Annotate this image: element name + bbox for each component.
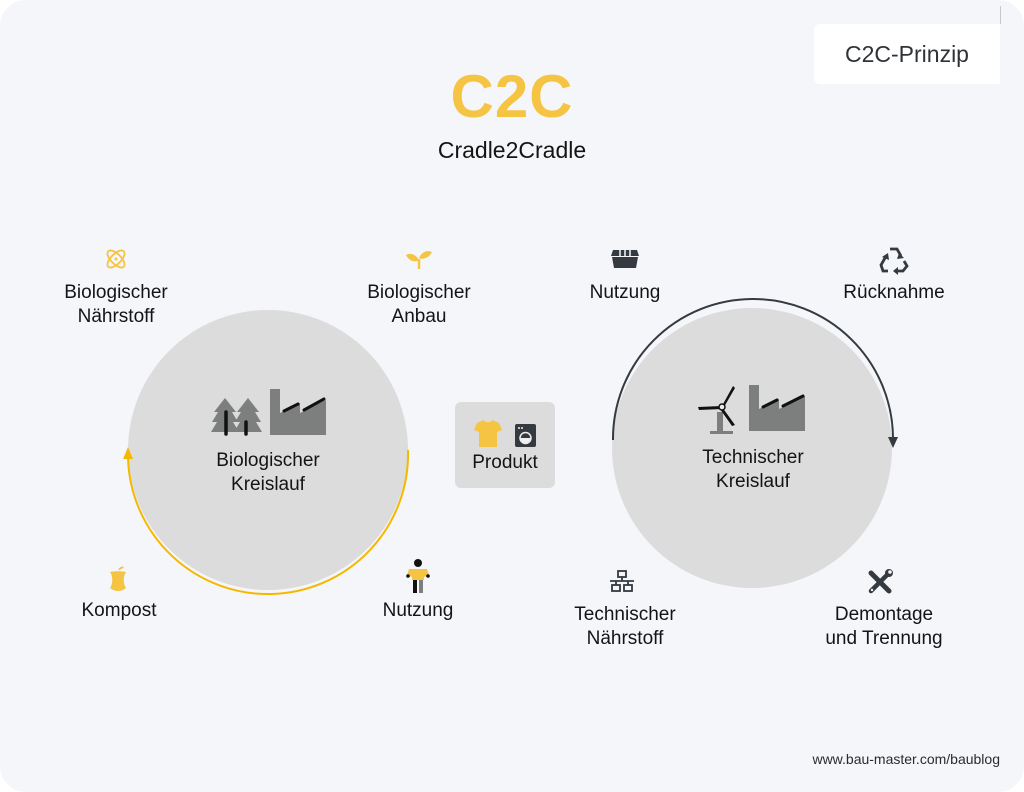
- node-label-line1: Rücknahme: [843, 282, 945, 303]
- biological-arc-arrowhead-icon: [123, 447, 133, 459]
- node-label-line1: Demontage: [834, 604, 934, 625]
- node-label-line2: und Trennung: [825, 628, 943, 649]
- node-label-line1: Technischer: [574, 604, 676, 625]
- node-label-line2: Anbau: [391, 306, 447, 327]
- washing-machine-icon: [515, 424, 536, 447]
- factory-icon: [749, 385, 805, 431]
- sprout-icon: [406, 251, 432, 269]
- node-label-line2: Nährstoff: [586, 628, 664, 649]
- technical-cycle-arc: [611, 298, 894, 441]
- page-title: C2C: [450, 63, 574, 130]
- network-icon: [610, 570, 634, 592]
- c2c-prinzip-tag: C2C-Prinzip: [814, 24, 1000, 84]
- circle-label-line1: Biologischer: [216, 450, 320, 471]
- circle-label-line2: Kreislauf: [231, 474, 305, 495]
- node-label-line1: Kompost: [81, 600, 157, 621]
- node-label-line1: Nutzung: [382, 600, 454, 621]
- footer-url: www.bau-master.com/baublog: [812, 751, 1000, 767]
- trees-icon: [211, 398, 262, 436]
- node-technischer-naehrstoff: Technischer Nährstoff: [535, 603, 715, 651]
- factory-icon: [270, 389, 326, 435]
- biological-cycle-circle: [128, 310, 408, 590]
- tools-icon: [868, 569, 893, 594]
- node-demontage: Demontage und Trennung: [794, 603, 974, 651]
- person-icon: [406, 559, 430, 593]
- divider: [1000, 6, 1001, 24]
- technical-cycle-circle: [612, 308, 892, 588]
- technical-arc-arrowhead-icon: [888, 437, 898, 448]
- node-label-line1: Biologischer: [367, 282, 471, 303]
- node-label-line1: Biologischer: [64, 282, 168, 303]
- node-ruecknahme: Rücknahme: [804, 281, 984, 305]
- product-label: Produkt: [472, 452, 538, 473]
- node-kompost: Kompost: [29, 599, 209, 623]
- product-box: Produkt: [455, 402, 555, 488]
- recycle-icon: [879, 247, 909, 275]
- node-nutzung-tech: Nutzung: [535, 281, 715, 305]
- node-biologischer-naehrstoff: Biologischer Nährstoff: [26, 281, 206, 329]
- node-biologischer-anbau: Biologischer Anbau: [329, 281, 509, 329]
- container-icon: [611, 250, 639, 268]
- wind-turbine-icon: [698, 386, 735, 434]
- page-subtitle: Cradle2Cradle: [437, 137, 587, 163]
- tshirt-icon: [474, 420, 502, 447]
- node-nutzung-bio: Nutzung: [328, 599, 508, 623]
- biological-cycle-label: Biologischer Kreislauf: [168, 449, 368, 497]
- node-label-line2: Nährstoff: [77, 306, 155, 327]
- product-icons: [474, 420, 536, 447]
- atom-icon: [106, 249, 126, 269]
- circle-label-line1: Technischer: [702, 447, 804, 468]
- circle-label-line2: Kreislauf: [716, 471, 790, 492]
- apple-core-icon: [110, 566, 126, 591]
- technical-cycle-label: Technischer Kreislauf: [653, 446, 853, 494]
- biological-cycle-arc: [127, 449, 410, 596]
- node-label-line1: Nutzung: [589, 282, 661, 303]
